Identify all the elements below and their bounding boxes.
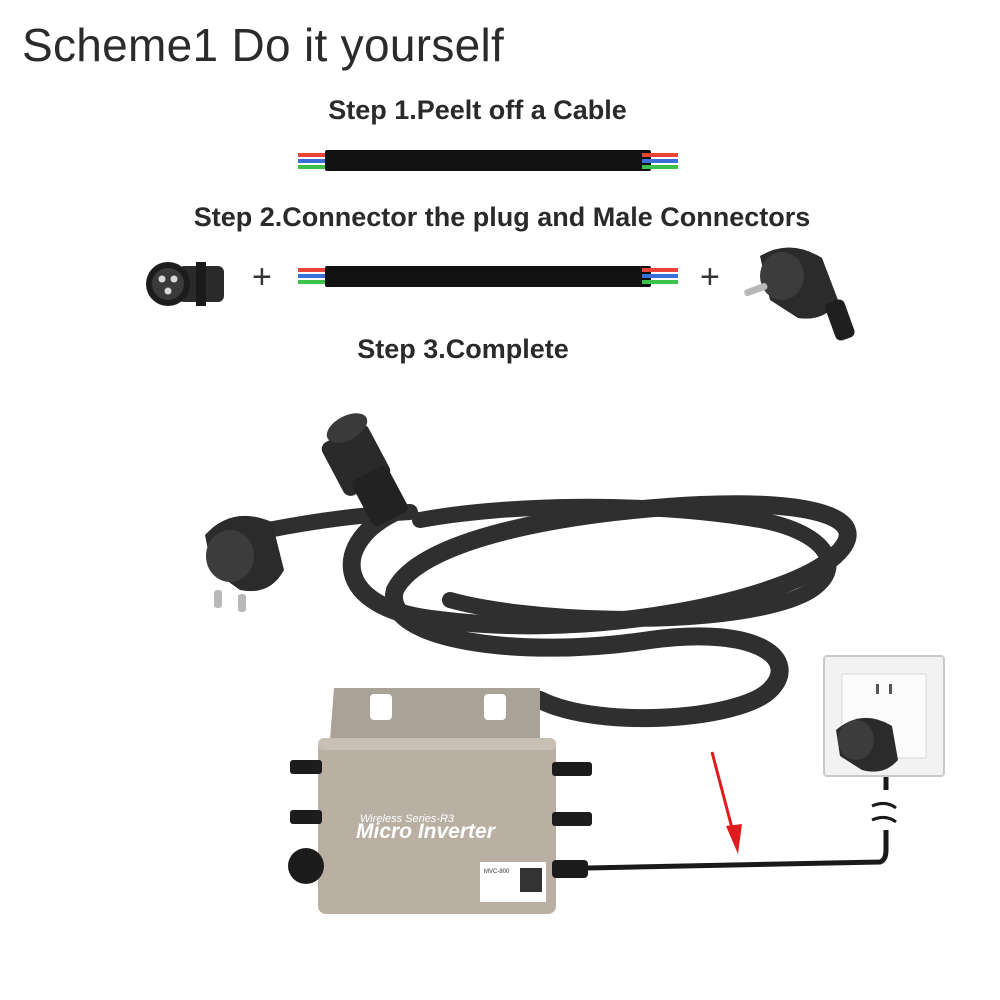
step-1-label: Step 1.Peelt off a Cable	[328, 95, 627, 125]
red-arrow-icon	[710, 751, 742, 854]
plus-sign-1: +	[252, 258, 272, 296]
step-3-label: Step 3.Complete	[357, 334, 569, 364]
coiled-cable	[260, 495, 857, 728]
step2-cable	[298, 266, 678, 287]
output-cable	[587, 830, 889, 871]
micro-inverter	[288, 688, 592, 914]
inverter-model-label: MVC-800	[484, 869, 510, 875]
inverter-product-label: Micro Inverter	[356, 820, 497, 843]
break-symbol-icon	[871, 801, 897, 824]
plus-sign-2: +	[700, 258, 720, 296]
inverter-series-label: Wireless Series-R3	[360, 813, 455, 825]
schuko-plug-icon	[744, 247, 855, 341]
step-2-label: Step 2.Connector the plug and Male Conne…	[193, 202, 811, 232]
wall-socket-icon	[823, 655, 945, 777]
coil-plug-icon	[205, 515, 284, 612]
step1-cable	[298, 150, 678, 171]
male-connector-icon	[146, 262, 224, 306]
cable-connector-icon	[321, 413, 408, 527]
page-title: Scheme1 Do it yourself	[22, 19, 505, 71]
